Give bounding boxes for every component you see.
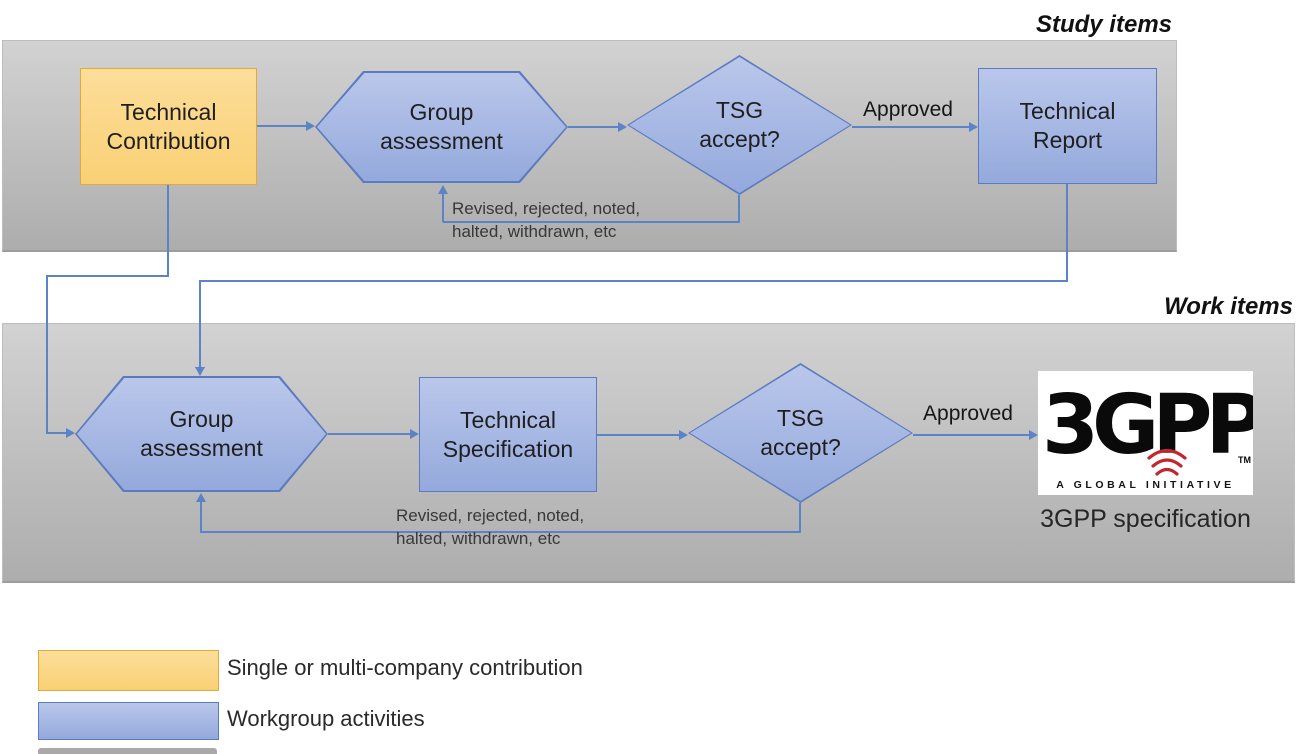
logo-wave-medium xyxy=(1151,458,1183,468)
arrowhead-assessment-to-tsg xyxy=(618,122,627,132)
arrowhead-study-feedback xyxy=(438,185,448,194)
legend-swatch-cropped xyxy=(38,748,217,754)
work-items-lane-label: Work items xyxy=(1164,293,1293,320)
study-group-assessment-node: Group assessment xyxy=(315,71,568,183)
connector-contribution-to-assessment xyxy=(255,125,307,127)
contribution-drop-line xyxy=(167,183,169,277)
3gpp-logo-mark: 3GPP TM xyxy=(1042,378,1269,476)
logo-trademark: TM xyxy=(1238,455,1251,465)
connector-assessment-to-tsg xyxy=(568,126,619,128)
work-feedback-note: Revised, rejected, noted, halted, withdr… xyxy=(396,506,585,548)
3gpp-brand-text: 3GPP xyxy=(1042,378,1253,473)
study-approved-edge-label: Approved xyxy=(863,98,953,121)
arrowhead-report-to-work-assessment xyxy=(195,367,205,376)
connector-specification-to-tsg xyxy=(595,434,680,436)
connector-tsg-to-report xyxy=(852,126,970,128)
legend-label-contribution: Single or multi-company contribution xyxy=(227,655,583,680)
legend-swatch-workgroup xyxy=(38,702,219,740)
work-feedback-line-across xyxy=(200,531,801,533)
study-feedback-line-across xyxy=(443,221,740,223)
work-group-assessment-label: Group assessment xyxy=(77,378,326,490)
study-feedback-note: Revised, rejected, noted, halted, withdr… xyxy=(452,199,641,241)
contribution-left-line xyxy=(46,275,169,277)
study-feedback-line-up xyxy=(442,193,444,222)
report-across-line xyxy=(199,280,1068,282)
study-group-assessment-label: Group assessment xyxy=(317,73,566,181)
work-group-assessment-node: Group assessment xyxy=(75,376,328,492)
arrowhead-tsg-to-report xyxy=(969,122,978,132)
logo-tagline: A GLOBAL INITIATIVE xyxy=(1056,479,1235,491)
contribution-into-assessment-line xyxy=(46,432,67,434)
logo-wave-small xyxy=(1155,467,1179,476)
connector-tsg-to-logo xyxy=(913,434,1030,436)
logo-wave-large xyxy=(1147,448,1187,460)
work-approved-edge-label: Approved xyxy=(923,402,1013,425)
connector-assessment-to-specification xyxy=(328,433,411,435)
arrowhead-specification-to-tsg xyxy=(679,430,688,440)
arrowhead-work-feedback xyxy=(196,493,206,502)
technical-report-node: Technical Report xyxy=(978,68,1157,184)
3gpp-specification-caption: 3GPP specification xyxy=(1040,505,1251,533)
technical-contribution-node: Technical Contribution xyxy=(80,68,257,185)
arrowhead-tsg-to-logo xyxy=(1029,430,1038,440)
report-down-line xyxy=(199,280,201,368)
legend-label-workgroup: Workgroup activities xyxy=(227,706,425,731)
study-feedback-line-down xyxy=(738,195,740,223)
technical-specification-node: Technical Specification xyxy=(419,377,597,492)
arrowhead-assessment-to-specification xyxy=(410,429,419,439)
3gpp-logo: 3GPP TM A GLOBAL INITIATIVE xyxy=(1038,371,1269,495)
work-feedback-line-up xyxy=(200,501,202,532)
report-drop-line xyxy=(1066,182,1068,282)
contribution-down-line xyxy=(46,275,48,434)
study-items-lane-label: Study items xyxy=(1035,11,1172,38)
legend-swatch-contribution xyxy=(38,650,219,691)
arrowhead-contribution-to-assessment xyxy=(306,121,315,131)
arrowhead-contribution-to-work-assessment xyxy=(66,428,75,438)
work-feedback-line-down xyxy=(799,503,801,533)
